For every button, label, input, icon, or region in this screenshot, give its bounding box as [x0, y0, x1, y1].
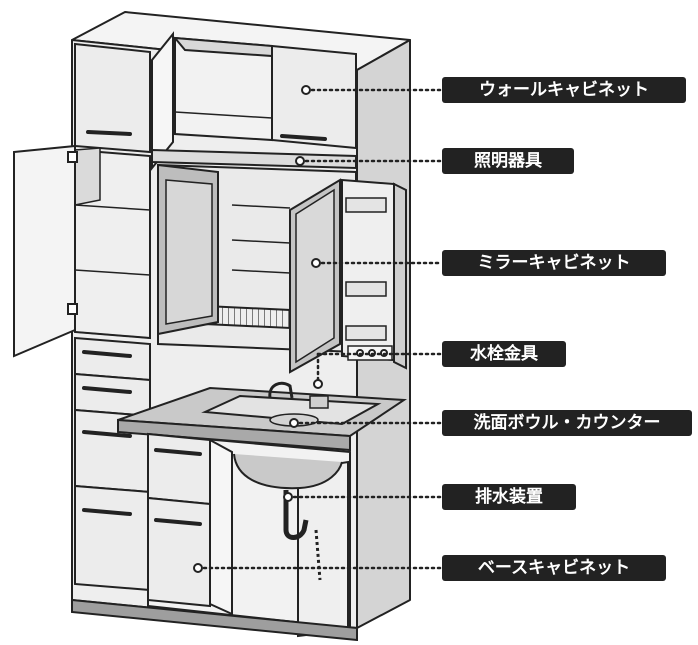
label-base-cabinet: ベースキャビネット — [442, 555, 666, 581]
wall-cabinet — [74, 31, 357, 171]
label-mirror-cabinet: ミラーキャビネット — [442, 250, 666, 276]
leader-lines — [196, 88, 442, 570]
mirror-cabinet — [157, 163, 407, 374]
label-lighting: 照明器具 — [442, 148, 574, 174]
tall-cabinet — [13, 144, 151, 592]
label-wall-cabinet: ウォールキャビネット — [442, 77, 686, 103]
label-drain: 排水装置 — [442, 484, 576, 510]
label-basin-counter: 洗面ボウル・カウンター — [442, 410, 692, 436]
base-cabinet — [71, 432, 358, 642]
leader-dots — [193, 85, 323, 573]
label-faucet: 水栓金具 — [442, 341, 566, 367]
